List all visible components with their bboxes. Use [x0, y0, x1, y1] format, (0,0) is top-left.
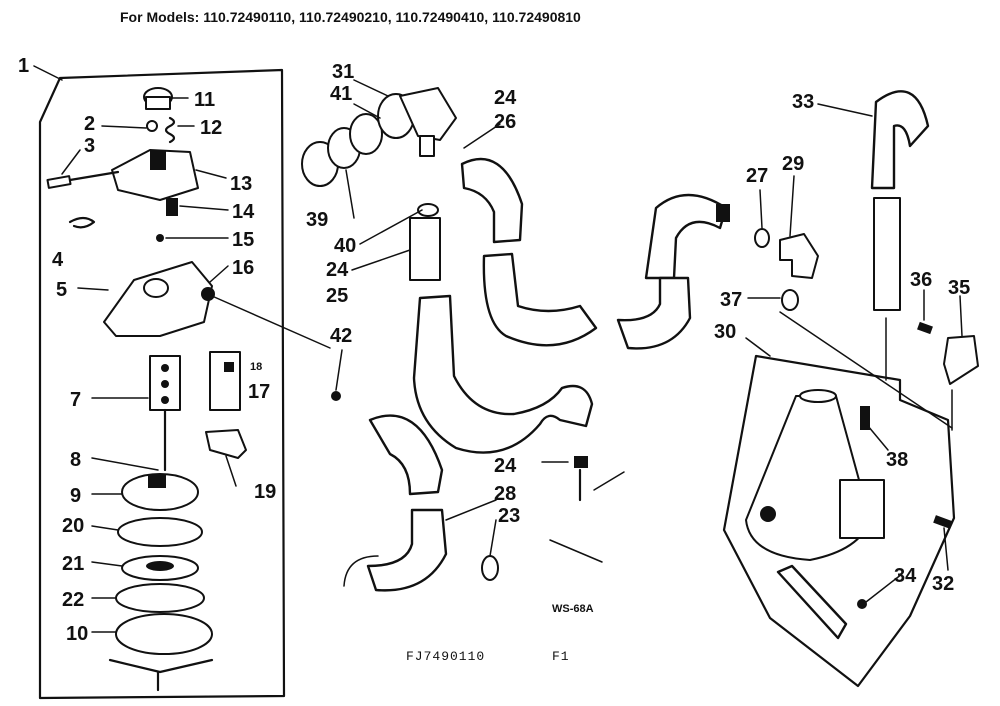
label-26: 26: [494, 111, 516, 133]
label-21: 21: [62, 553, 84, 575]
label-34: 34: [894, 565, 917, 587]
tub-outline: [722, 354, 956, 688]
label-14: 14: [232, 201, 255, 223]
label-3: 3: [84, 135, 95, 157]
pump-assembly: [38, 68, 331, 700]
label-1: 1: [18, 55, 29, 77]
label-12: 12: [200, 117, 222, 139]
label-15: 15: [232, 229, 254, 251]
callout-labels: 1 2 3 4 5 7 8 9 10 11 12 13 14 15 16 17 …: [18, 55, 970, 645]
label-40: 40: [334, 235, 356, 257]
label-7: 7: [70, 389, 81, 411]
label-42: 42: [330, 325, 352, 347]
hose-group: [301, 87, 625, 592]
ws-code: WS-68A: [552, 603, 594, 615]
label-18: 18: [250, 361, 262, 373]
label-38: 38: [886, 449, 908, 471]
label-10: 10: [66, 623, 88, 645]
label-2: 2: [84, 113, 95, 135]
label-25: 25: [326, 285, 348, 307]
label-17: 17: [248, 381, 270, 403]
label-16: 16: [232, 257, 254, 279]
label-4: 4: [52, 249, 64, 271]
label-24-b: 24: [326, 259, 349, 281]
label-9: 9: [70, 485, 81, 507]
label-37: 37: [720, 289, 742, 311]
label-29: 29: [782, 153, 804, 175]
label-33: 33: [792, 91, 814, 113]
drain-hose-group: [616, 90, 979, 431]
label-31: 31: [332, 61, 354, 83]
label-41: 41: [330, 83, 352, 105]
label-5: 5: [56, 279, 67, 301]
tub-assembly: [722, 354, 956, 688]
label-36: 36: [910, 269, 932, 291]
label-8: 8: [70, 449, 81, 471]
label-23: 23: [498, 505, 520, 527]
label-22: 22: [62, 589, 84, 611]
page-code: F1: [552, 649, 570, 664]
drawing-code: FJ7490110: [406, 649, 485, 664]
label-24-c: 24: [494, 455, 517, 477]
assembly-outline: [38, 68, 286, 700]
label-24-a: 24: [494, 87, 517, 109]
models-header: For Models: 110.72490110, 110.72490210, …: [120, 9, 581, 25]
label-19: 19: [254, 481, 276, 503]
label-11: 11: [194, 89, 215, 111]
label-20: 20: [62, 515, 84, 537]
leader-lines: [33, 65, 963, 633]
label-28: 28: [494, 483, 516, 505]
label-39: 39: [306, 209, 328, 231]
label-27: 27: [746, 165, 768, 187]
label-30: 30: [714, 321, 736, 343]
label-32: 32: [932, 573, 954, 595]
label-35: 35: [948, 277, 970, 299]
label-13: 13: [230, 173, 252, 195]
